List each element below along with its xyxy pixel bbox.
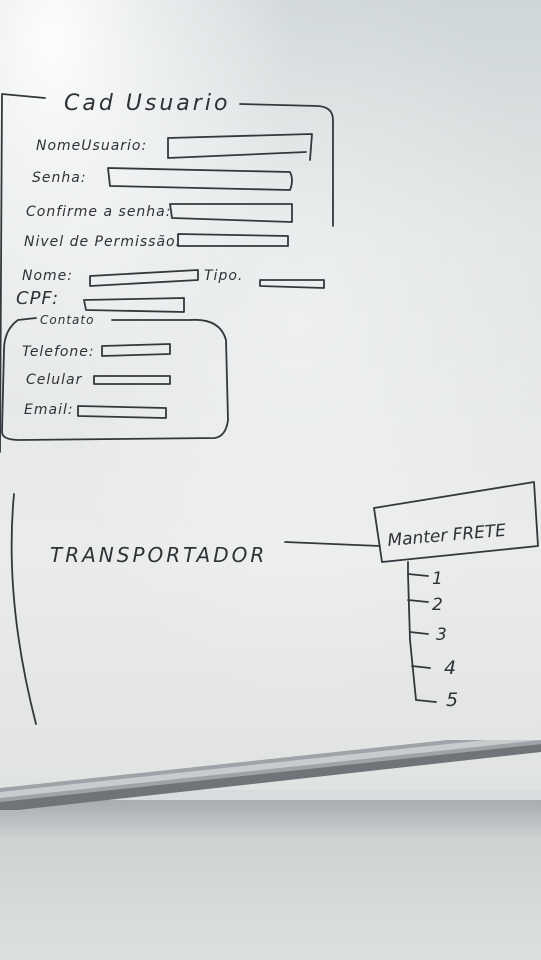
input-tipo [259, 279, 325, 289]
form-title: Cad Usuario [64, 91, 230, 116]
form-frame [0, 93, 334, 453]
label-email: Email: [24, 402, 74, 418]
item-5: 5 [446, 689, 458, 711]
input-nivel-permissao [177, 233, 289, 247]
label-senha: Senha: [32, 170, 87, 186]
label-celular: Celular [26, 372, 83, 388]
input-cpf [83, 297, 185, 313]
input-nome [89, 269, 199, 287]
label-nome: Nome: [22, 268, 73, 284]
whiteboard [0, 0, 541, 790]
input-confirme-senha [169, 203, 293, 223]
input-senha [107, 167, 293, 191]
item-3: 3 [436, 625, 447, 645]
label-confirme-senha: Confirme a senha: [26, 204, 171, 220]
input-nome-usuario [167, 133, 313, 161]
contato-frame [1, 317, 229, 441]
label-cpf: CPF: [16, 288, 59, 309]
whiteboard-tray [0, 740, 541, 810]
use-case-manter-frete: Manter FRETE [387, 521, 507, 551]
input-telefone [101, 343, 171, 357]
item-2: 2 [432, 595, 443, 615]
actor-connector [284, 541, 381, 547]
label-tipo: Tipo. [204, 268, 243, 284]
label-nome-usuario: NomeUsuario: [36, 138, 147, 154]
use-case-box [373, 481, 539, 563]
label-nivel-permissao: Nivel de Permissão: [24, 234, 181, 250]
input-celular [93, 375, 171, 385]
item-4: 4 [444, 657, 456, 679]
handwriting-layer: Cad Usuario NomeUsuario: Senha: Confirme… [0, 91, 539, 725]
item-1: 1 [432, 569, 443, 589]
input-email [77, 405, 167, 419]
actor-transportador: TRANSPORTADOR [50, 543, 267, 567]
label-telefone: Telefone: [22, 344, 95, 360]
wall-below-board [0, 800, 541, 960]
item-tree [407, 561, 437, 703]
contato-legend: Contato [40, 313, 94, 327]
left-bracket [10, 493, 37, 725]
